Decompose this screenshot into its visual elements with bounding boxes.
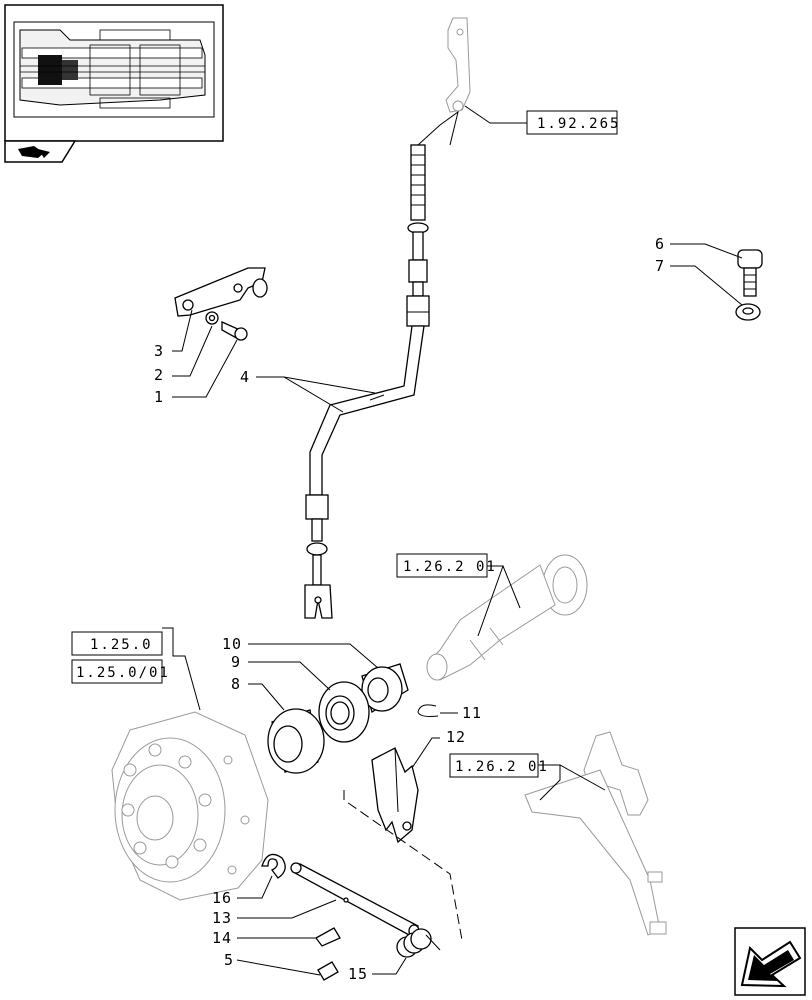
fork-shaft-grey	[524, 731, 667, 936]
transmission-thumbnail[interactable]	[4, 4, 224, 142]
clutch-cable-rod	[304, 17, 471, 619]
reference-box-1-25-0[interactable]: 1.25.0	[71, 631, 163, 656]
next-page-arrow-icon[interactable]	[734, 927, 806, 996]
reference-label: 1.92.265	[537, 116, 620, 132]
reference-label: 1.26.2 01	[403, 559, 497, 575]
reference-box-1-26-2-01-lower[interactable]: 1.26.2 01	[449, 753, 549, 778]
reference-label: 1.25.0/01	[76, 665, 170, 681]
callout-14: 14	[212, 929, 232, 947]
callout-16: 16	[212, 889, 232, 907]
release-sleeve-shaft	[426, 554, 588, 681]
callout-2: 2	[154, 366, 164, 384]
callout-9: 9	[231, 653, 241, 671]
callout-6: 6	[655, 235, 665, 253]
callout-13: 13	[212, 909, 232, 927]
fork-shaft-and-fittings	[261, 853, 441, 981]
section-tab-icon[interactable]	[4, 140, 77, 163]
callout-3: 3	[154, 342, 164, 360]
callout-15: 15	[348, 965, 368, 983]
lever-bracket	[174, 267, 268, 341]
bolt-and-washer	[735, 249, 763, 321]
reference-label: 1.25.0	[90, 637, 153, 653]
reference-box-1-92-265[interactable]: 1.92.265	[526, 110, 620, 135]
callout-7: 7	[655, 257, 665, 275]
reference-label: 1.26.2 01	[455, 759, 549, 775]
callout-5: 5	[224, 951, 234, 969]
callout-1: 1	[154, 388, 164, 406]
callout-4: 4	[240, 368, 250, 386]
clutch-assembly	[111, 711, 269, 901]
callout-11: 11	[462, 704, 482, 722]
callout-8: 8	[231, 675, 241, 693]
leader-lines	[162, 105, 743, 976]
callout-12: 12	[446, 728, 466, 746]
release-fork	[343, 747, 463, 941]
release-bearing-assembly	[267, 663, 439, 774]
reference-box-1-25-0-01[interactable]: 1.25.0/01	[71, 659, 170, 684]
callout-labels: 3 2 1 4 6 7 10 9 8 11 12 16 13 14 5 15	[154, 235, 665, 983]
callout-10: 10	[222, 635, 242, 653]
reference-box-1-26-2-01-upper[interactable]: 1.26.2 01	[396, 553, 497, 578]
